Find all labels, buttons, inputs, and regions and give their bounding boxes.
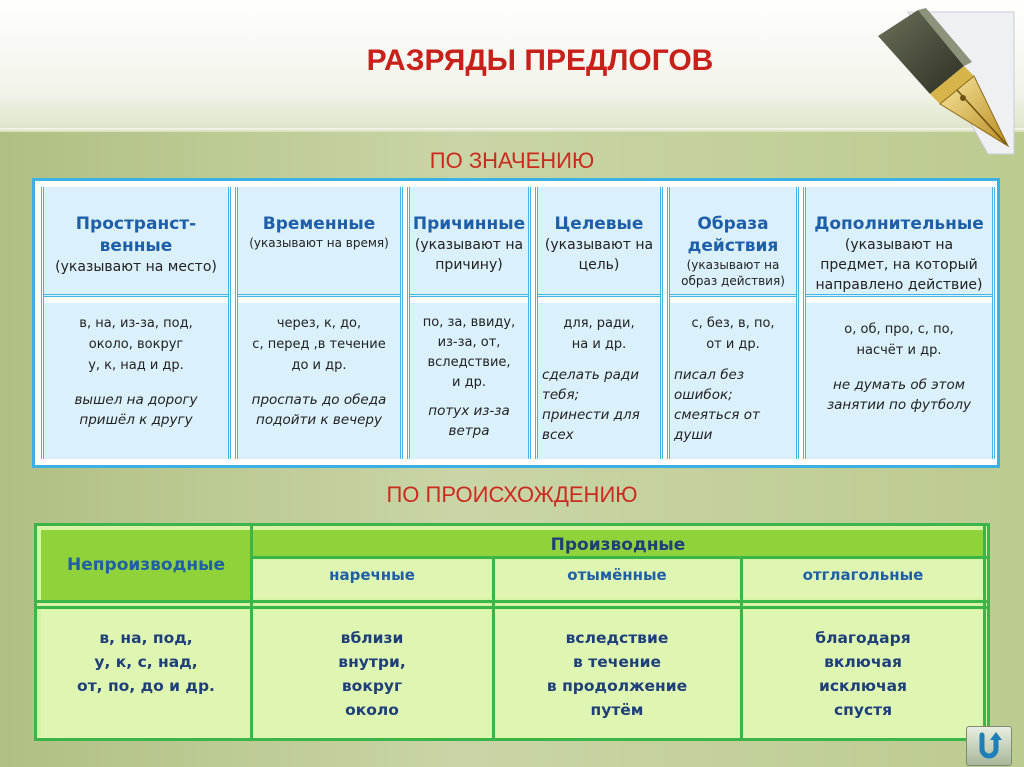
meaning-column-causal: Причинные (указывают на причину) по, за,… — [407, 187, 531, 459]
preposition-list: о, об, про, с, по, насчёт и др. — [844, 322, 954, 358]
category-subtitle: (указывают на предмет, на который направ… — [815, 237, 983, 293]
grid-line — [492, 556, 495, 738]
column-body: в, на, из-за, под, около, вокруг у, к, н… — [44, 303, 228, 459]
usage-example: потух из-за ветра — [428, 403, 510, 439]
grid-line — [37, 606, 987, 609]
page-title: РАЗРЯДЫ ПРЕДЛОГОВ — [366, 44, 714, 77]
preposition-list: в, на, из-за, под, около, вокруг у, к, н… — [79, 316, 193, 373]
preposition-list: через, к, до, с, перед ,в течение до и д… — [252, 316, 386, 373]
grid-line — [740, 556, 743, 738]
meaning-column-object: Дополнительные (указывают на предмет, на… — [803, 187, 995, 459]
category-title: Причинные — [412, 214, 526, 234]
non-derived-header: Непроизводные — [41, 530, 251, 600]
derived-header: Производные — [253, 530, 983, 556]
usage-example: не думать об этом занятии по футболу — [826, 377, 972, 413]
category-subtitle: (указывают на цель) — [544, 237, 654, 273]
column-body: через, к, до, с, перед ,в течение до и д… — [238, 303, 400, 459]
grid-line — [983, 526, 986, 738]
meaning-column-purpose: Целевые (указывают на цель) для, ради, н… — [535, 187, 663, 459]
meaning-column-temporal: Временные (указывают на время) через, к,… — [235, 187, 403, 459]
preposition-list: для, ради, на и др. — [563, 316, 635, 352]
derived-subheader-nominal: отымённые — [495, 560, 739, 598]
return-arrow-icon — [979, 732, 1002, 759]
column-header: Причинные (указывают на причину) — [410, 187, 528, 297]
column-header: Образа действия (указывают на образ дейс… — [670, 187, 796, 297]
usage-example: вышел на дорогу пришёл к другу — [74, 392, 198, 428]
grid-line — [37, 600, 987, 603]
meaning-table: Пространст- венные (указывают на место) … — [32, 178, 1000, 468]
verbal-list: благодаря включая исключая спустя — [743, 610, 983, 738]
column-body: с, без, в, по, от и др. писал без ошибок… — [670, 303, 796, 459]
category-title: Временные — [262, 214, 376, 234]
section-title-origin: ПО ПРОИСХОЖДЕНИЮ — [386, 482, 638, 507]
fountain-pen-icon — [878, 8, 1015, 155]
category-subtitle: (указывают на время) — [249, 236, 389, 250]
grid-line — [250, 526, 253, 738]
usage-example: проспать до обеда подойти к вечеру — [251, 392, 387, 428]
nominal-list: вследствие в течение в продолжение путём — [495, 610, 739, 738]
header-divider — [0, 128, 1024, 132]
usage-example: сделать ради тебя; принести для всех — [542, 367, 640, 443]
adverbial-list: вблизи внутри, вокруг около — [253, 610, 491, 738]
column-body: о, об, про, с, по, насчёт и др. не думат… — [806, 303, 992, 459]
column-header: Целевые (указывают на цель) — [538, 187, 660, 297]
category-title: Пространст- венные — [75, 214, 197, 256]
column-body: для, ради, на и др. сделать ради тебя; п… — [538, 303, 660, 459]
category-title: Дополнительные — [814, 214, 984, 234]
preposition-list: с, без, в, по, от и др. — [691, 316, 775, 352]
category-title: Образа действия — [687, 214, 779, 256]
column-header: Пространст- венные (указывают на место) — [44, 187, 228, 297]
category-subtitle: (указывают на причину) — [414, 237, 524, 273]
section-title-meaning: ПО ЗНАЧЕНИЮ — [429, 148, 595, 173]
derived-subheader-verbal: отглагольные — [743, 560, 983, 598]
grid-line — [251, 556, 987, 559]
meaning-column-manner: Образа действия (указывают на образ дейс… — [667, 187, 799, 459]
header-band — [0, 0, 1024, 128]
column-body: по, за, ввиду, из-за, от, вследствие, и … — [410, 303, 528, 459]
category-title: Целевые — [554, 214, 644, 234]
origin-table: Непроизводные Производные наречные отымё… — [34, 523, 990, 741]
non-derived-list: в, на, под, у, к, с, над, от, по, до и д… — [41, 610, 251, 738]
category-subtitle: (указывают на место) — [55, 259, 217, 275]
category-subtitle: (указывают на образ действия) — [681, 258, 785, 288]
derived-subheader-adverbial: наречные — [253, 560, 491, 598]
preposition-list: по, за, ввиду, из-за, от, вследствие, и … — [422, 315, 516, 390]
column-header: Дополнительные (указывают на предмет, на… — [806, 187, 992, 297]
return-button[interactable] — [966, 726, 1012, 766]
column-header: Временные (указывают на время) — [238, 187, 400, 297]
meaning-column-spatial: Пространст- венные (указывают на место) … — [41, 187, 231, 459]
usage-example: писал без ошибок; смеяться от души — [674, 367, 760, 443]
